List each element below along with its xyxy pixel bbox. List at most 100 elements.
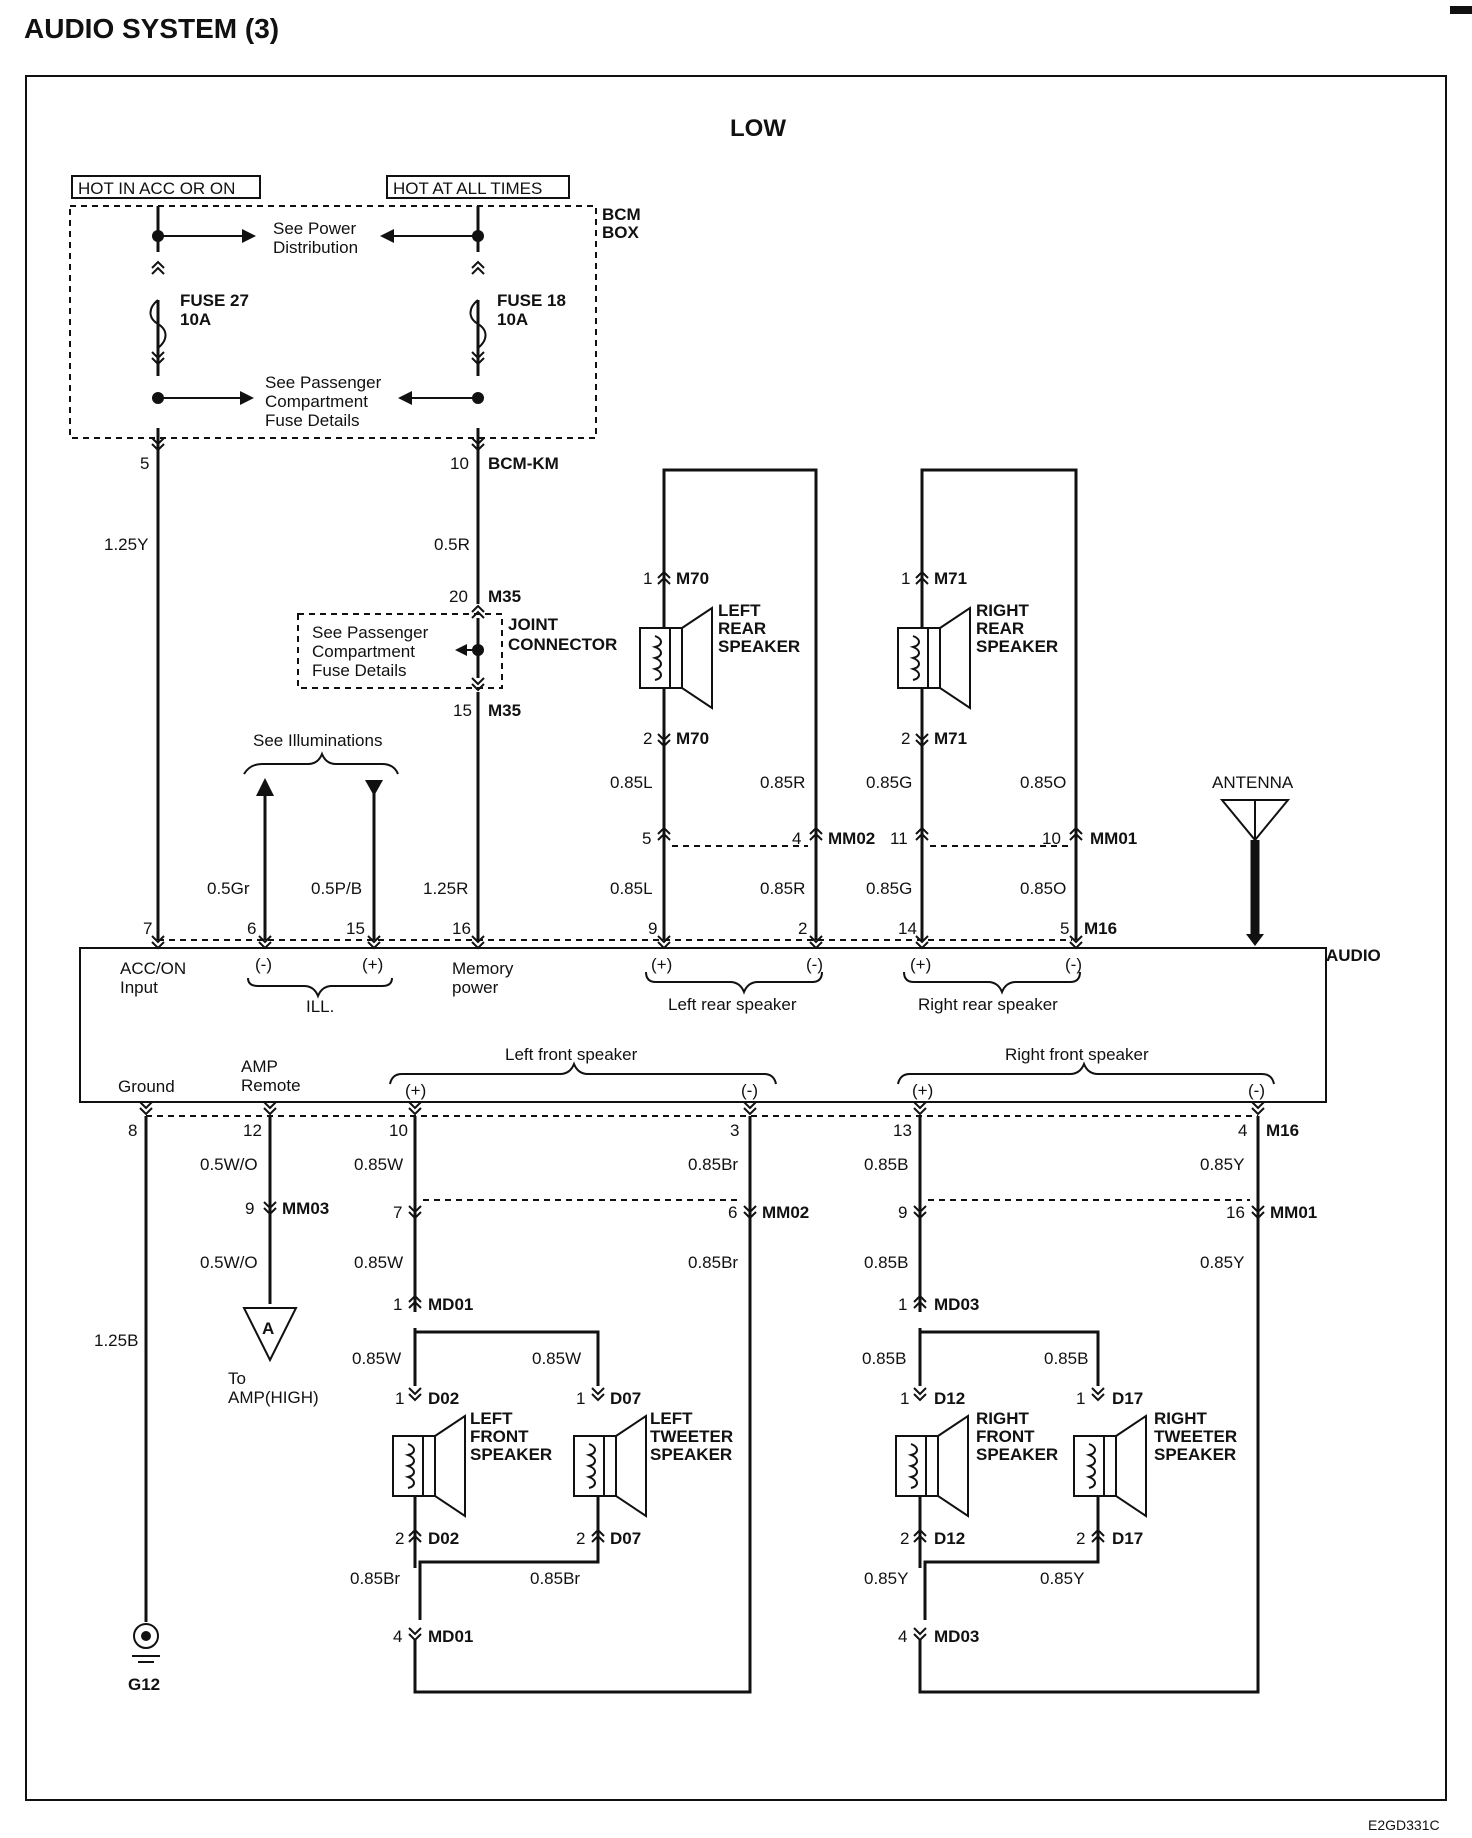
audio-pin-7: 7 [143,919,152,938]
audio-label: AUDIO [1326,946,1381,965]
right-tweeter-speaker-icon [1073,1415,1147,1517]
d07-pin1-connector [591,1387,605,1401]
audio-unit-box [79,947,1327,1103]
memory-power-2: power [452,978,499,997]
fuse27-symbol [149,299,167,349]
ground-label: Ground [118,1077,175,1096]
md01-top-label: MD01 [428,1295,473,1314]
ill-label: ILL. [306,997,334,1016]
m71-pin2: 2 [901,729,910,748]
right-front-minus: (-) [1248,1081,1265,1100]
rf-wire-8: 0.85Y [1040,1569,1084,1588]
mode-label: LOW [730,115,786,142]
m70-pin2: 2 [643,729,652,748]
audio-m16-top: M16 [1084,919,1117,938]
rear-speaker-section: 1 M70 2 M70 LEFT REAR SPEAKER 0.85L 0.85… [610,468,1294,946]
pin-5: 5 [140,454,149,473]
audio-pin-10: 10 [389,1121,408,1140]
lf-wire-7: 0.85Br [350,1569,400,1588]
m35-top-pin: 20 [449,587,468,606]
md03-bottom-label: MD03 [934,1627,979,1646]
joint-connector-outline [297,613,503,689]
mm02-pin5: 5 [642,829,651,848]
audio-pin-14: 14 [898,919,917,938]
left-front-speaker-1: LEFT [470,1409,513,1428]
d12-bottom-label: D12 [934,1529,965,1548]
to-amp-1: To [228,1369,246,1388]
joint-connector-label-2: CONNECTOR [508,635,617,654]
rf-wire-2: 0.85Y [1200,1155,1244,1174]
d17-pin1: 1 [1076,1389,1085,1408]
d07-top-label: D07 [610,1389,641,1408]
left-tweeter-1: LEFT [650,1409,693,1428]
audio-pin-13: 13 [893,1121,912,1140]
right-front-speaker-icon [895,1415,969,1517]
mm02-pin4: 4 [792,829,801,848]
wire-1-25b: 1.25B [94,1331,138,1350]
right-rear-speaker-2: REAR [976,619,1024,638]
right-front-label: Right front speaker [1005,1045,1149,1064]
audio-unit: AUDIO 7 6 15 16 9 2 14 5 M16 ACC/ON Inpu… [79,919,1381,1140]
left-rear-speaker-icon [639,607,713,709]
audio-pin-3: 3 [730,1121,739,1140]
see-illuminations: See Illuminations [253,731,382,750]
fuse18-top-connector [471,261,485,275]
joint-connector-label-1: JOINT [508,615,559,634]
rf-wire-3: 0.85B [864,1253,908,1272]
pin-3-connector [743,1101,757,1115]
wire-1-25y: 1.25Y [104,535,148,554]
see-pass-fuse-2: Compartment [265,392,368,411]
bcm-km-label: BCM-KM [488,454,559,473]
fuse27-rating: 10A [180,310,211,329]
connector-a-label: A [262,1319,274,1338]
rf-wire-6: 0.85B [1044,1349,1088,1368]
antenna-label: ANTENNA [1212,773,1294,792]
see-power-dist-1: See Power [273,219,356,238]
left-tweeter-speaker-icon [573,1415,647,1517]
lf-wire-6: 0.85W [532,1349,581,1368]
diagram-frame [25,75,1447,1801]
mm03-pin: 9 [245,1199,254,1218]
ill-brace [247,977,393,999]
md03-pin4-connector [913,1627,927,1641]
left-front-wiring [413,1116,752,1694]
hot-all-times-label: HOT AT ALL TIMES [393,179,542,198]
acc-input-2: Input [120,978,158,997]
right-rear-wire-2: 0.85O [1020,773,1066,792]
ground-eyelet-icon [133,1623,159,1649]
lf-wire-4: 0.85Br [688,1253,738,1272]
mm02-pin7: 7 [393,1203,402,1222]
left-front-speaker-icon [392,1415,466,1517]
left-rear-wire-3: 0.85L [610,879,653,898]
mm03-label: MM03 [282,1199,329,1218]
md03-pin1: 1 [898,1295,907,1314]
rf-wire-5: 0.85B [862,1349,906,1368]
m71-bottom-label: M71 [934,729,967,748]
right-rear-wire-3: 0.85G [866,879,912,898]
bcm-box-label-1: BCM [602,205,641,224]
right-tweeter-wiring [918,1328,1100,1620]
audio-pin-5: 5 [1060,919,1069,938]
m35-top-label: M35 [488,587,521,606]
pin-13-connector [913,1101,927,1115]
audio-pin-2: 2 [798,919,807,938]
right-rear-brace [903,971,1081,995]
wire-0-5pb-label: 0.5P/B [311,879,362,898]
d12-pin1: 1 [900,1389,909,1408]
right-tweeter-2: TWEETER [1154,1427,1237,1446]
right-rear-plus: (+) [910,955,931,974]
d17-pin1-connector [1091,1387,1105,1401]
rf-wire-1: 0.85B [864,1155,908,1174]
ground-symbol [132,1655,160,1663]
lf-wire-8: 0.85Br [530,1569,580,1588]
d17-bottom-label: D17 [1112,1529,1143,1548]
d02-top-label: D02 [428,1389,459,1408]
m71-pin1: 1 [901,569,910,588]
wire-0-5wo-1: 0.5W/O [200,1155,258,1174]
joint-see-pass-2: Compartment [312,642,415,661]
pin-8-connector [139,1101,153,1115]
left-rear-speaker-1: LEFT [718,601,761,620]
wire-0-5wo-2: 0.5W/O [200,1253,258,1272]
mm01-pin11: 11 [890,829,908,848]
